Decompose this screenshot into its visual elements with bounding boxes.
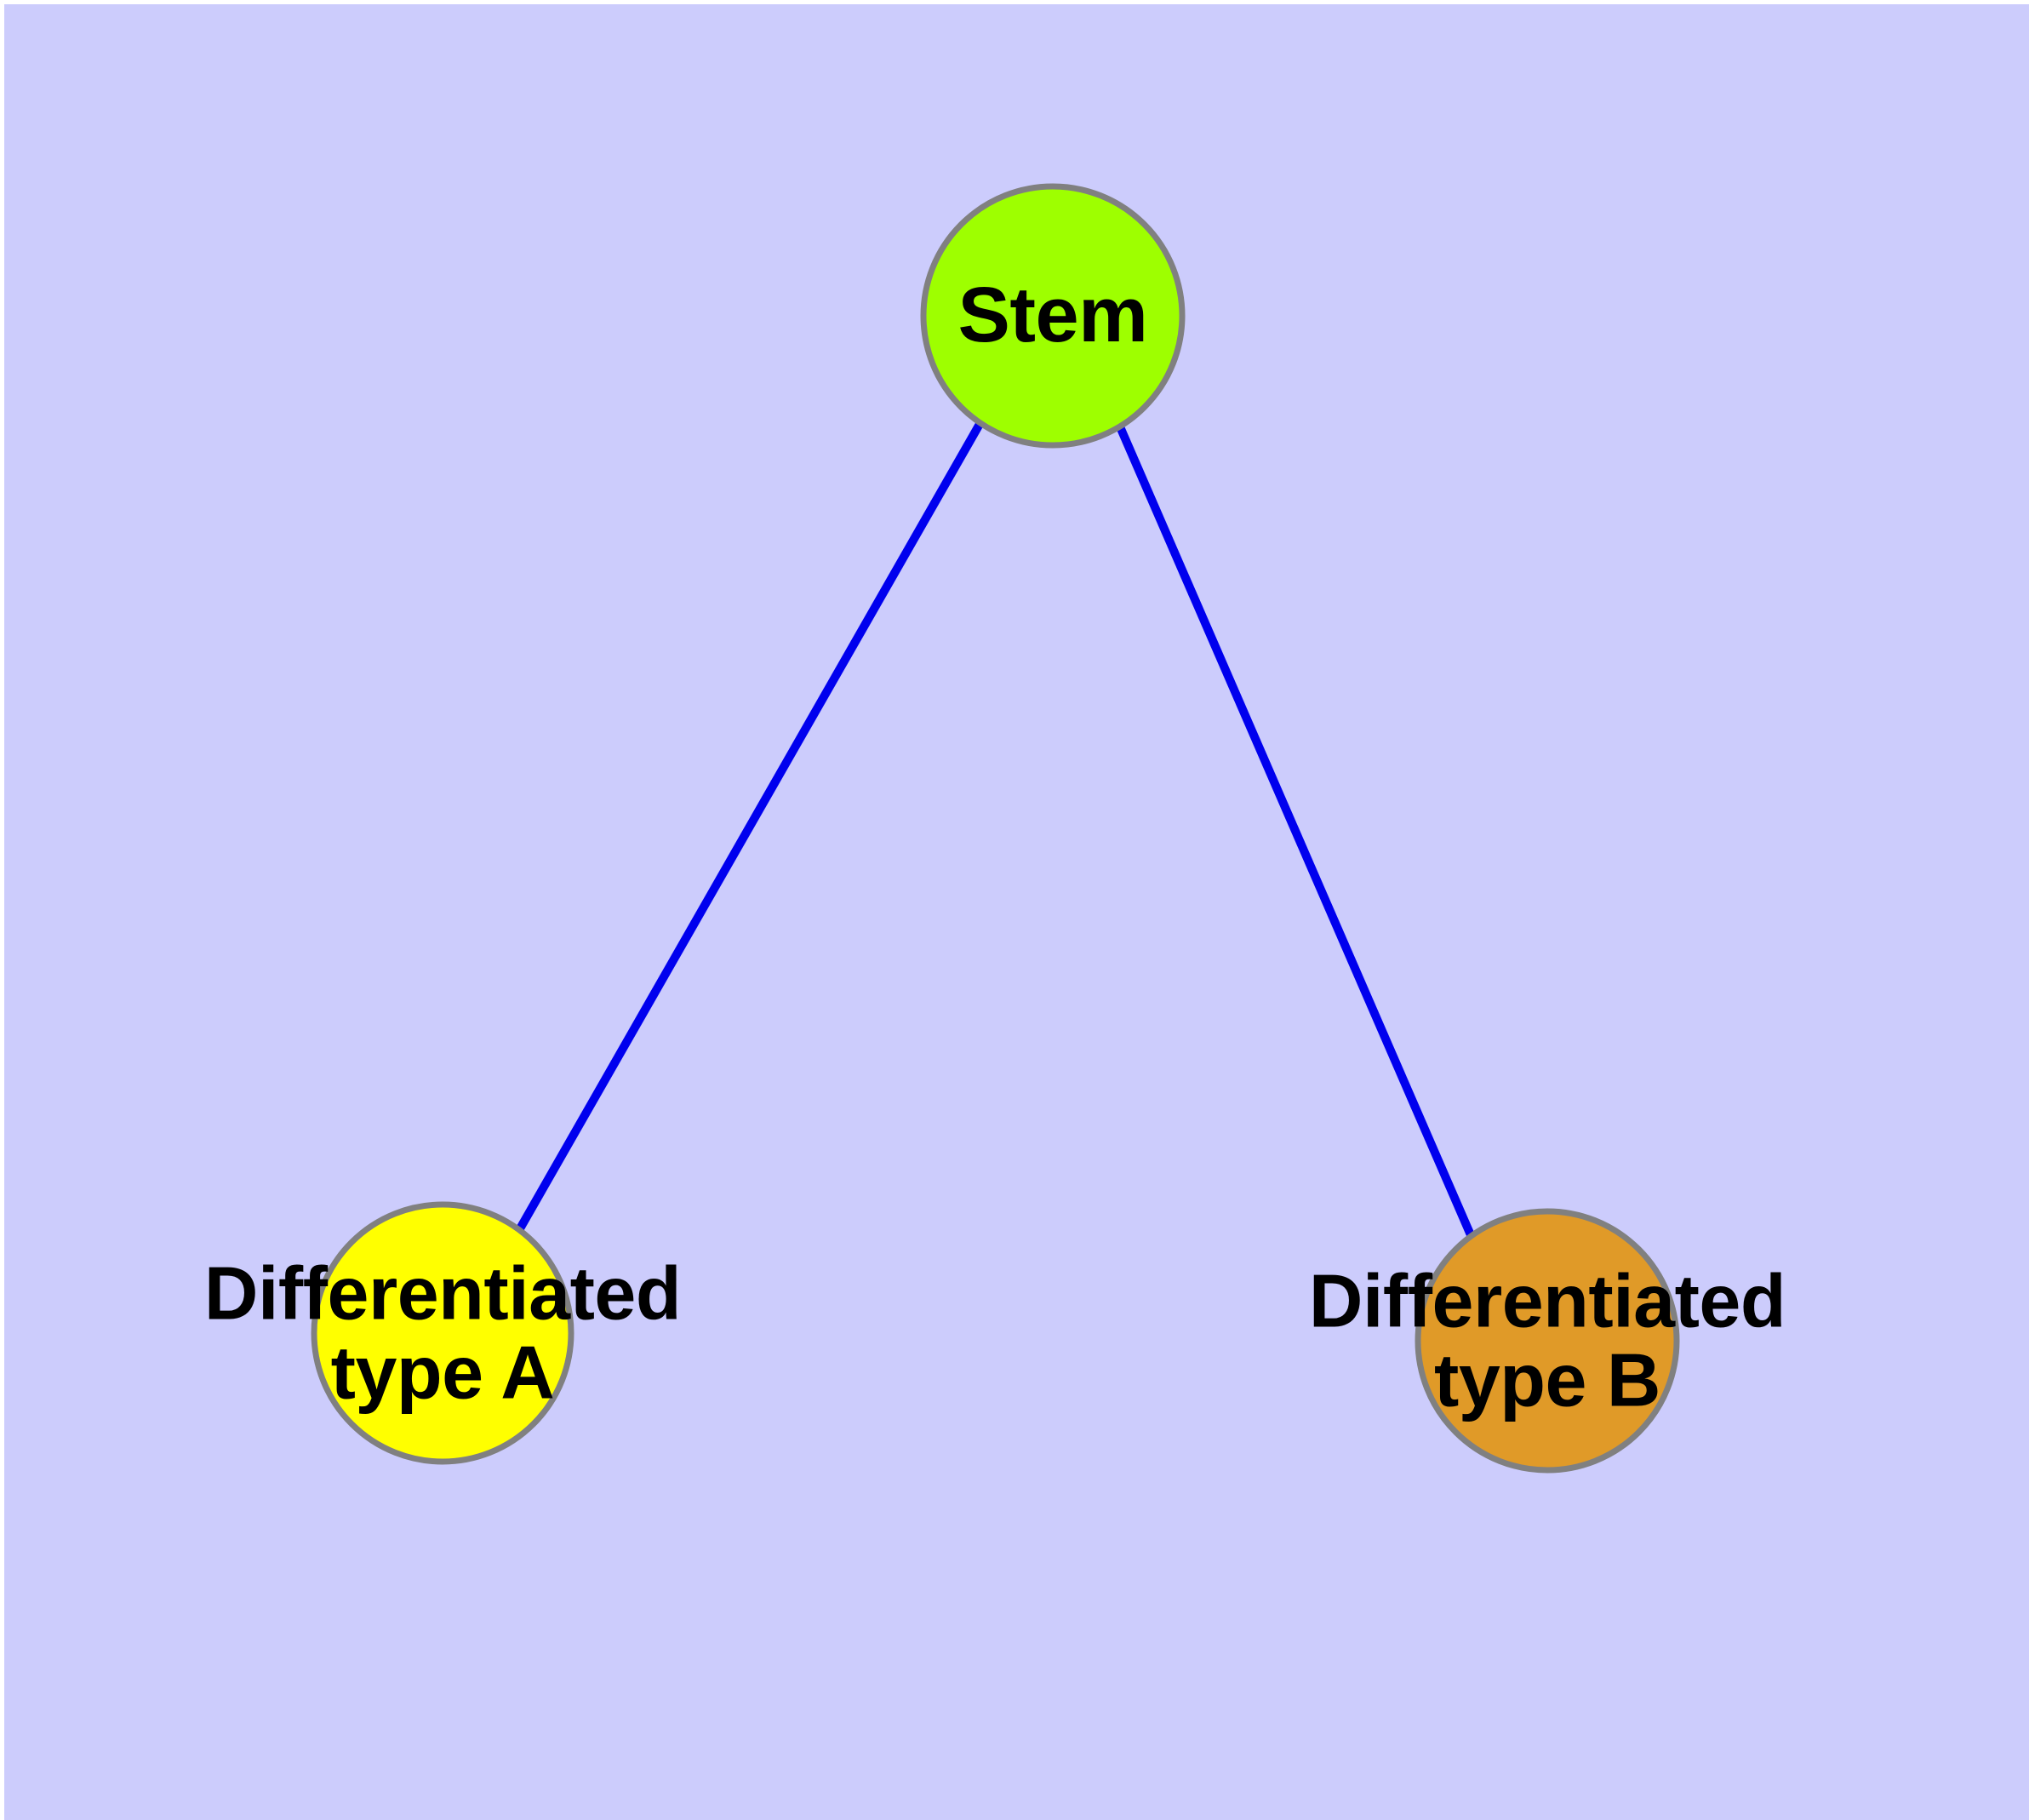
node-diff-b-circle[interactable] — [1415, 1208, 1680, 1474]
edge-stem-to-diff-b — [1089, 364, 1489, 1270]
edge-stem-to-diff-a — [498, 363, 1017, 1262]
edges-layer — [498, 363, 1489, 1270]
nodes-layer — [311, 183, 1680, 1474]
node-diff-a-circle[interactable] — [311, 1201, 574, 1465]
node-stem-circle[interactable] — [920, 183, 1186, 449]
